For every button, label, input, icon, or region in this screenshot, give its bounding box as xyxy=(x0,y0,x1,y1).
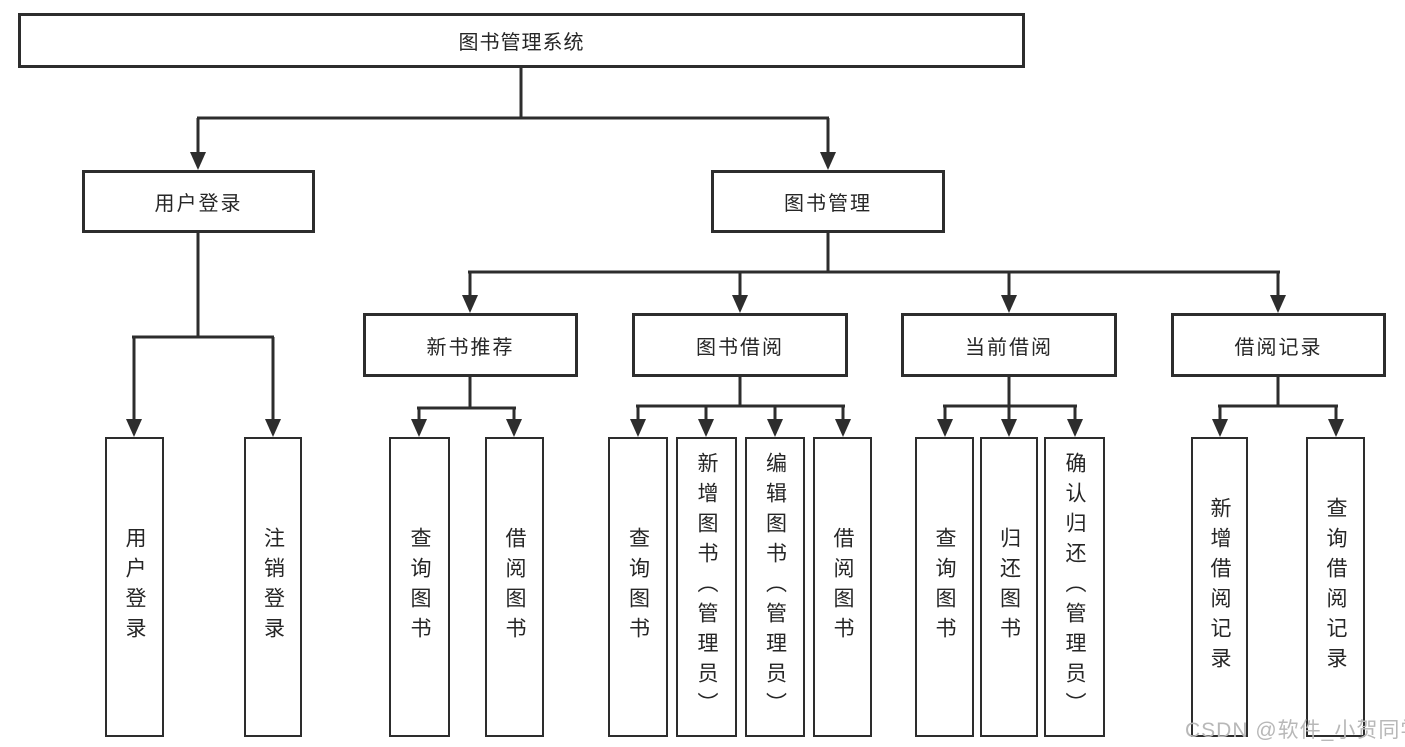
node-root-system: 图书管理系统 xyxy=(18,13,1025,68)
node-current-borrowing-label: 当前借阅 xyxy=(965,336,1053,359)
leaf-user-login: 用户登录 xyxy=(105,437,164,737)
leaf-query-borrow-record: 查询借阅记录 xyxy=(1306,437,1365,737)
leaf-borrow-books-recommend-label: 借阅图书 xyxy=(503,527,526,647)
leaf-borrow-books-borrowing: 借阅图书 xyxy=(813,437,872,737)
node-book-management-label: 图书管理 xyxy=(784,193,872,215)
csdn-watermark: CSDN @软件_小贺同学 xyxy=(1185,719,1405,742)
leaf-query-books-borrowing-label: 查询图书 xyxy=(626,527,650,647)
leaf-return-books: 归还图书 xyxy=(980,437,1038,737)
node-book-borrowing: 图书借阅 xyxy=(632,313,848,377)
leaf-query-borrow-record-label: 查询借阅记录 xyxy=(1324,497,1347,677)
leaf-query-books-recommend-label: 查询图书 xyxy=(408,527,431,647)
node-borrowing-records: 借阅记录 xyxy=(1171,313,1386,377)
leaf-logout: 注销登录 xyxy=(244,437,302,737)
node-current-borrowing: 当前借阅 xyxy=(901,313,1117,377)
leaf-query-books-borrowing: 查询图书 xyxy=(608,437,668,737)
leaf-edit-books-admin: 编辑图书（管理员） xyxy=(745,437,805,737)
leaf-confirm-return-admin-label: 确认归还（管理员） xyxy=(1063,452,1086,722)
leaf-query-books-current: 查询图书 xyxy=(915,437,974,737)
leaf-logout-label: 注销登录 xyxy=(261,527,285,647)
node-user-login: 用户登录 xyxy=(82,170,315,233)
leaf-return-books-label: 归还图书 xyxy=(997,527,1021,647)
leaf-borrow-books-recommend: 借阅图书 xyxy=(485,437,544,737)
leaf-add-books-admin: 新增图书（管理员） xyxy=(676,437,737,737)
leaf-query-books-current-label: 查询图书 xyxy=(933,527,956,647)
leaf-add-borrow-record: 新增借阅记录 xyxy=(1191,437,1248,737)
node-book-borrowing-label: 图书借阅 xyxy=(696,336,784,359)
node-book-management: 图书管理 xyxy=(711,170,945,233)
node-borrowing-records-label: 借阅记录 xyxy=(1234,336,1323,359)
node-new-book-recommend-label: 新书推荐 xyxy=(426,336,515,359)
leaf-query-books-recommend: 查询图书 xyxy=(389,437,450,737)
leaf-edit-books-admin-label: 编辑图书（管理员） xyxy=(763,452,787,722)
leaf-add-borrow-record-label: 新增借阅记录 xyxy=(1208,497,1231,677)
node-user-login-label: 用户登录 xyxy=(154,193,243,215)
leaf-add-books-admin-label: 新增图书（管理员） xyxy=(695,452,718,722)
leaf-user-login-label: 用户登录 xyxy=(123,527,146,647)
leaf-borrow-books-borrowing-label: 借阅图书 xyxy=(831,527,854,647)
leaf-confirm-return-admin: 确认归还（管理员） xyxy=(1044,437,1105,737)
node-root-system-label: 图书管理系统 xyxy=(458,32,585,54)
node-new-book-recommend: 新书推荐 xyxy=(363,313,578,377)
